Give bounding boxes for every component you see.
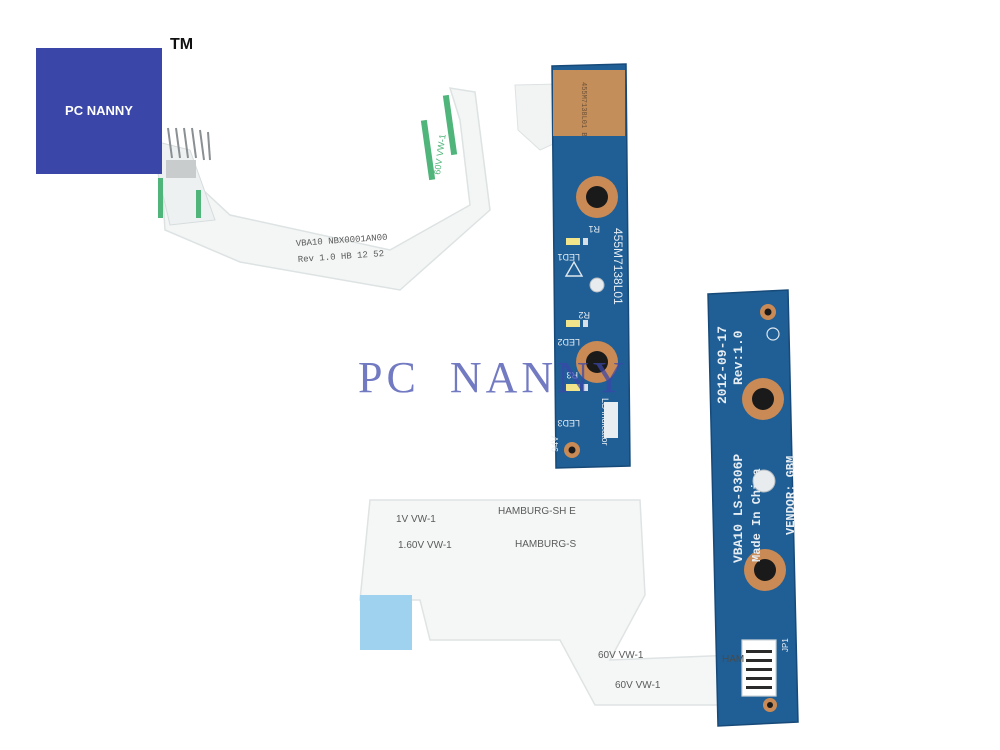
left-board-led3-label: LED3 [557, 418, 580, 428]
bottom-cable-text-2: 1.60V VW-1 [398, 540, 452, 551]
right-board-rev-line: Rev:1.0 [731, 330, 746, 385]
brand-watermark: PC NANNY [358, 353, 629, 402]
right-board-vendor-line: VENDOR: GBM [784, 456, 798, 535]
left-board-part-number: 455M7138L01 [611, 228, 625, 305]
top-cable-stiffener [166, 160, 196, 178]
top-flex-cable: 60V VW-1 VBA10 NBX0001AN00 Rev 1.0 HB 12… [149, 83, 563, 291]
left-board-mark: 94V [550, 436, 560, 452]
left-board-sticker: 455M7138L01 B [579, 82, 587, 137]
bottom-cable-text-1: 1V VW-1 [396, 514, 436, 525]
top-cable-contacts [167, 127, 211, 161]
left-board-label-sticker [604, 402, 618, 438]
brand-logo-text: PC NANNY [65, 103, 133, 118]
right-board-date-line: 2012-09-17 [715, 326, 730, 404]
right-board-made-line: Made In China [750, 468, 764, 562]
left-board-r1-label: R1 [588, 224, 600, 234]
bottom-cable-blue-tab [360, 595, 412, 650]
brand-logo [36, 48, 162, 174]
bottom-cable-text-4: HAMBURG-S [515, 539, 576, 550]
right-board-model-line: VBA10 LS-9306P [731, 454, 746, 563]
top-cable-side-text: 60V VW-1 [432, 133, 448, 175]
left-board-led2-label: LED2 [557, 337, 580, 347]
right-board-logo-icon [766, 327, 780, 341]
connector-cable-tab: HAM [722, 654, 744, 665]
bottom-cable-text-3: HAMBURG-SH E [498, 506, 576, 517]
top-cable-green-print [158, 94, 458, 218]
connector-label: JP1 [781, 638, 790, 652]
left-board-small-hole [589, 277, 605, 293]
left-board-led1-label: LED1 [557, 252, 580, 262]
warning-triangle-icon [564, 260, 584, 277]
right-board-small-hole [752, 469, 776, 493]
trademark-symbol: TM [170, 36, 194, 53]
connector-pins [746, 650, 772, 689]
bottom-cable-text-6: 60V VW-1 [615, 680, 661, 691]
left-board-r3-label: R3 [566, 370, 578, 380]
left-board-leds [566, 238, 588, 391]
left-board-r2-label: R2 [578, 310, 590, 320]
bottom-cable-text-5: 60V VW-1 [598, 650, 644, 661]
led-indicator-board: 455M7138L01 B LED1 R1 LED2 R2 LED3 R3 LS… [550, 63, 631, 469]
bottom-flex-cable: 1V VW-1 1.60V VW-1 HAMBURG-SH E HAMBURG-… [359, 499, 741, 706]
left-board-copper-pad [553, 70, 625, 136]
ls-button-board: VBA10 LS-9306P 2012-09-17 Rev:1.0 Made I… [707, 289, 799, 727]
